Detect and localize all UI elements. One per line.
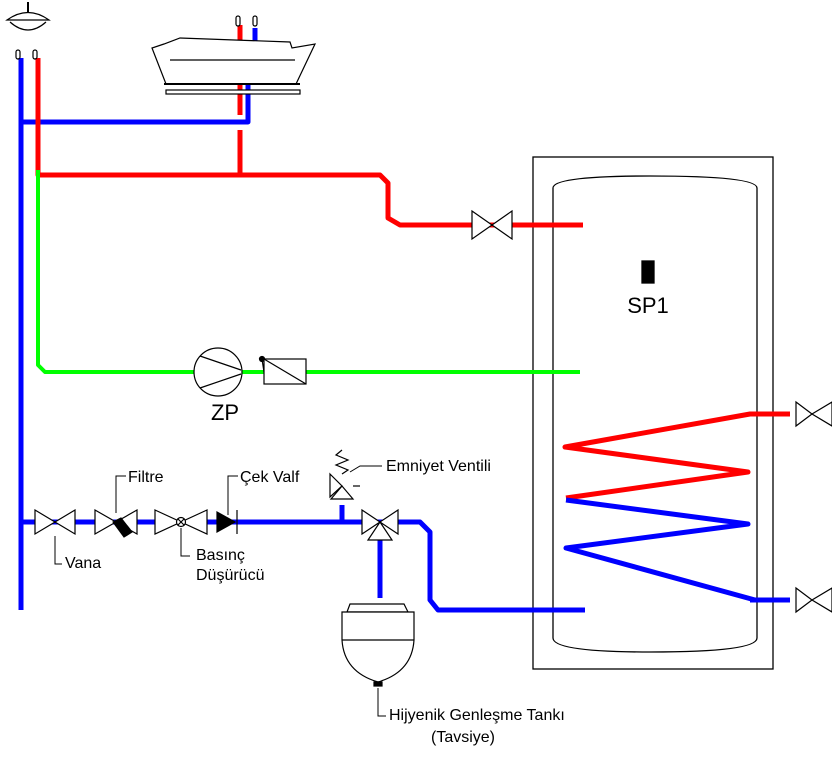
sensor-sp1-label: SP1 xyxy=(627,293,669,318)
tank-inner-wall xyxy=(552,175,758,653)
safety-valve-icon xyxy=(329,449,360,500)
shower-head-icon xyxy=(5,2,51,60)
tank-outer-shell xyxy=(532,156,774,670)
pressure-reducer-label-line1: Basınç xyxy=(196,547,245,564)
pressure-reducer-label-line2: Düşürücü xyxy=(196,567,264,584)
leader-lines xyxy=(54,465,386,717)
pump-label: ZP xyxy=(211,400,239,425)
sensor-sp1-icon xyxy=(641,260,655,284)
three-way-valve-icon xyxy=(361,508,399,541)
cold-water-pipes xyxy=(18,28,790,613)
filter-icon xyxy=(94,508,138,538)
shutoff-valve-icon xyxy=(34,508,76,536)
coil-return-valve-icon xyxy=(795,586,832,614)
heating-coil xyxy=(562,411,780,603)
dhw-outlet-valve-icon xyxy=(795,400,832,428)
circulation-pipe xyxy=(36,170,580,374)
bathtub-icon xyxy=(151,15,317,95)
circulation-check-valve-icon xyxy=(258,355,307,385)
circulation-pump-icon xyxy=(193,347,243,397)
hot-water-tank-icon xyxy=(532,156,774,670)
check-valve-label: Çek Valf xyxy=(240,469,300,486)
check-valve-icon xyxy=(216,510,238,534)
hot-water-pipes xyxy=(35,25,790,417)
pressure-reducer-icon xyxy=(154,509,208,535)
safety-valve-label: Emniyet Ventili xyxy=(386,458,491,475)
valve-label: Vana xyxy=(65,555,101,572)
expansion-tank-label-line1: Hijyenik Genleşme Tankı xyxy=(389,707,565,724)
hot-line-valve-icon xyxy=(471,209,513,241)
filter-label: Filtre xyxy=(128,469,164,486)
expansion-tank-label-line2: (Tavsiye) xyxy=(431,729,495,746)
expansion-tank-icon xyxy=(341,603,415,687)
